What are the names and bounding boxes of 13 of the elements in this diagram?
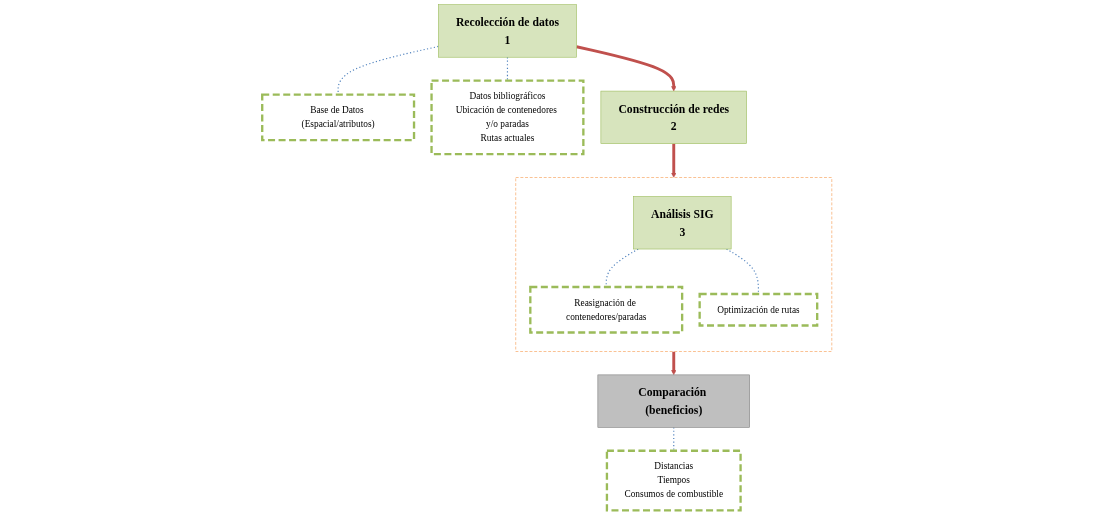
node-box: Construcción de redes 2 — [600, 90, 747, 144]
node-box: Recolección de datos 1 — [438, 4, 577, 58]
node-box: Comparación (beneficios) — [597, 374, 750, 428]
node-box: Análisis SIG 3 — [633, 196, 732, 250]
node-box: Distancias Tiempos Consumos de combustible — [605, 449, 742, 512]
arrow — [576, 45, 677, 92]
node-box: Datos bibliográficos Ubicación de contenedores y/o paradas Rutas actuales — [430, 79, 585, 156]
node-box: Optimización de rutas — [698, 292, 819, 327]
node-box: Reasignación de contenedores/paradas — [529, 285, 684, 334]
arrow — [671, 143, 677, 178]
cluster — [515, 177, 833, 352]
node-box: Base de Datos (Espacial/atributos) — [261, 93, 416, 142]
arrow — [671, 351, 677, 376]
